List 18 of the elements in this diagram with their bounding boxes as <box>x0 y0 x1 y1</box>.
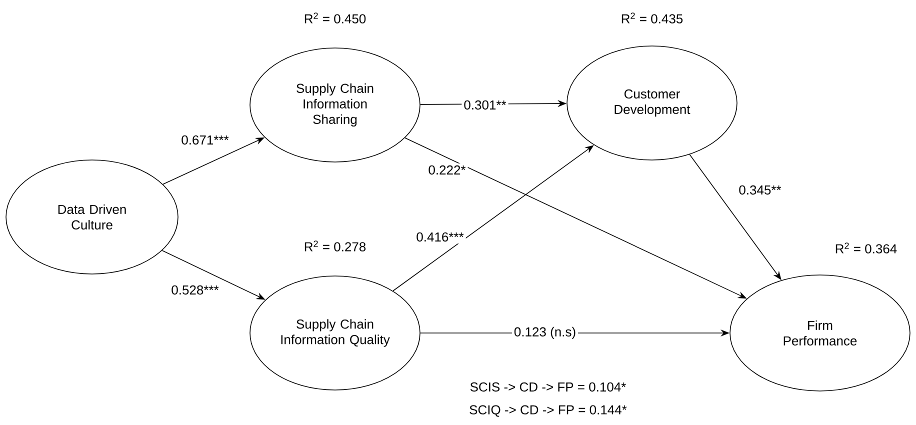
ellipse-node: Supply Chain Information Quality <box>250 276 420 390</box>
r-squared-label: R$^{2}$ = 0.435 <box>622 12 683 24</box>
edge-label: 0.301** <box>462 98 508 112</box>
ellipse-node: Supply Chain Information Sharing <box>250 48 420 162</box>
edge-label: 0.671*** <box>179 133 231 147</box>
note-text: SCIQ -> CD -> FP = 0.144* <box>470 405 627 417</box>
edge-label: 0.528*** <box>169 283 221 297</box>
ellipse-node: Customer Development <box>566 46 738 160</box>
edge-label: 0.416*** <box>414 230 466 244</box>
edge-label: 0.123 (n.s) <box>512 324 578 342</box>
edge-label: 0.345** <box>736 183 784 197</box>
r-squared-label: R$^{2}$ = 0.278 <box>304 240 366 252</box>
ellipse-node: Firm Performance <box>730 274 910 392</box>
edge-label: 0.222* <box>426 163 468 177</box>
ellipse-node: Data Driven Culture <box>6 160 178 274</box>
r-squared-label: R$^{2}$ = 0.364 <box>836 242 897 254</box>
r-squared-label: R$^{2}$ = 0.450 <box>304 12 366 24</box>
note-text: SCIS -> CD -> FP = 0.104* <box>470 382 626 392</box>
